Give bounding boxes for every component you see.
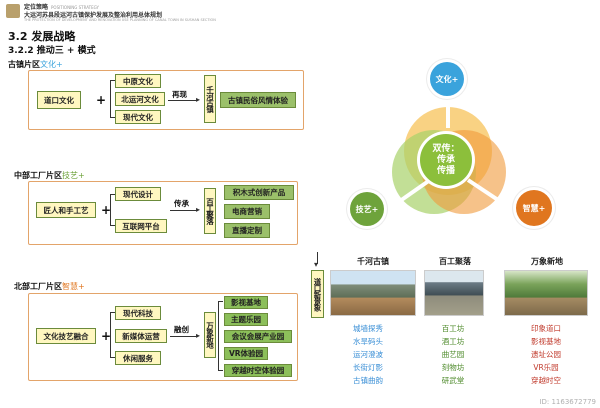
source-box: 文化技艺融合 — [36, 328, 96, 344]
zone-frame-central — [28, 181, 298, 245]
bracket — [110, 312, 115, 358]
arrow-line — [168, 100, 198, 101]
target-vertical-box: 百工聚落 — [204, 188, 216, 234]
header-english: THE PROTECTION OF DEVELOPMENT AND RENOVA… — [24, 18, 216, 22]
bracket — [110, 194, 115, 226]
photo-new — [504, 270, 588, 316]
result-box: VR体验园 — [224, 347, 268, 360]
verb-label: 传承 — [174, 199, 189, 208]
target-vertical-box: 千河古镇 — [204, 75, 216, 123]
arrow-right-icon: ▸ — [196, 331, 201, 340]
result-box: 电商营销 — [224, 204, 270, 219]
middle-box: 现代文化 — [115, 110, 161, 124]
photo-town — [330, 270, 416, 316]
column-title: 百工聚落 — [439, 257, 471, 266]
feature-list-new: 印象道口 影视基地 遗址公园 VR乐园 穿越时空 — [518, 322, 574, 387]
subsection-title: 3.2.2 推动三 + 模式 — [8, 46, 96, 56]
result-box: 直播定制 — [224, 223, 270, 238]
feature-list-town: 城墙探秀 水旱码头 运河澄波 长街灯影 古镇曲韵 — [340, 322, 396, 387]
core-text: 传播 — [436, 165, 455, 176]
list-item: 运河澄波 — [353, 350, 383, 359]
list-item: 百工坊 — [441, 324, 465, 333]
zone-label-central: 中部工厂片区技艺+ — [14, 171, 85, 180]
arrow-down-icon: ▾ — [314, 260, 319, 269]
culture-circle: 文化+ — [430, 62, 464, 96]
header-subtitle: 大运河苏县段运河古镇保护发展及整治利用总体规划 — [24, 12, 163, 19]
zone-frame-town — [28, 70, 304, 130]
list-item: 曲艺园 — [441, 350, 465, 359]
target-vertical-box: 万象新地 — [204, 312, 216, 358]
watermark: ID: 1163672779 — [539, 398, 596, 406]
list-item: 古镇曲韵 — [353, 376, 383, 385]
result-box: 影视基地 — [224, 296, 268, 309]
logo-icon — [6, 4, 20, 18]
result-box: 会议会展产业园 — [224, 330, 292, 343]
middle-box: 现代设计 — [115, 187, 161, 201]
skill-circle: 技艺+ — [350, 192, 384, 226]
middle-box: 北运河文化 — [115, 92, 165, 106]
zone-label-town: 古镇片区文化+ — [8, 60, 63, 69]
list-item: 水旱码头 — [353, 337, 383, 346]
column-title: 千河古镇 — [357, 257, 389, 266]
section-title: 3.2 发展战略 — [8, 30, 76, 43]
middle-box: 休闲服务 — [115, 351, 161, 365]
feature-list-craft: 百工坊 酒工坊 曲艺园 刻物坊 研武堂 — [428, 322, 478, 387]
source-box: 匠人和手工艺 — [36, 202, 96, 218]
result-box: 古镇民俗风情体验 — [220, 92, 296, 108]
result-box: 主题乐园 — [224, 313, 268, 326]
middle-box: 中原文化 — [115, 74, 161, 88]
list-item: 研武堂 — [441, 376, 465, 385]
list-item: VR乐园 — [533, 363, 559, 372]
new-scene-label: 道口新景象 — [311, 270, 324, 318]
bracket — [110, 80, 115, 118]
list-item: 遗址公园 — [531, 350, 561, 359]
middle-box: 现代科技 — [115, 306, 161, 320]
arrow-line — [170, 210, 198, 211]
list-item: 影视基地 — [531, 337, 561, 346]
list-item: 穿越时空 — [531, 376, 561, 385]
core-circle: 双传： 传承 传播 — [420, 134, 472, 186]
bracket — [218, 301, 223, 371]
list-item: 刻物坊 — [441, 363, 465, 372]
result-box: 积木式创新产品 — [224, 185, 294, 200]
list-item: 印象道口 — [531, 324, 561, 333]
list-item: 城墙探秀 — [353, 324, 383, 333]
zone-frame-north — [28, 293, 298, 381]
plus-icon: + — [101, 203, 112, 217]
core-text: 传承 — [436, 154, 455, 165]
middle-box: 新媒体运营 — [115, 329, 167, 343]
core-text: 双传： — [432, 143, 460, 154]
verb-label: 融创 — [174, 325, 189, 334]
list-item: 长街灯影 — [353, 363, 383, 372]
arrow-line — [317, 252, 318, 264]
verb-label: 再现 — [172, 90, 187, 99]
plus-icon: + — [101, 329, 112, 343]
wisdom-circle: 智慧+ — [516, 190, 552, 226]
list-item: 酒工坊 — [441, 337, 465, 346]
arrow-right-icon: ▸ — [196, 95, 201, 104]
source-box: 道口文化 — [37, 91, 81, 109]
photo-craft — [424, 270, 484, 316]
column-title: 万象新地 — [531, 257, 563, 266]
zone-label-north: 北部工厂片区智慧+ — [14, 282, 85, 291]
result-box: 穿越时空体验园 — [224, 364, 292, 377]
middle-box: 互联网平台 — [115, 219, 167, 233]
arrow-right-icon: ▸ — [196, 205, 201, 214]
arrow-line — [170, 336, 198, 337]
plus-icon: + — [96, 93, 107, 107]
